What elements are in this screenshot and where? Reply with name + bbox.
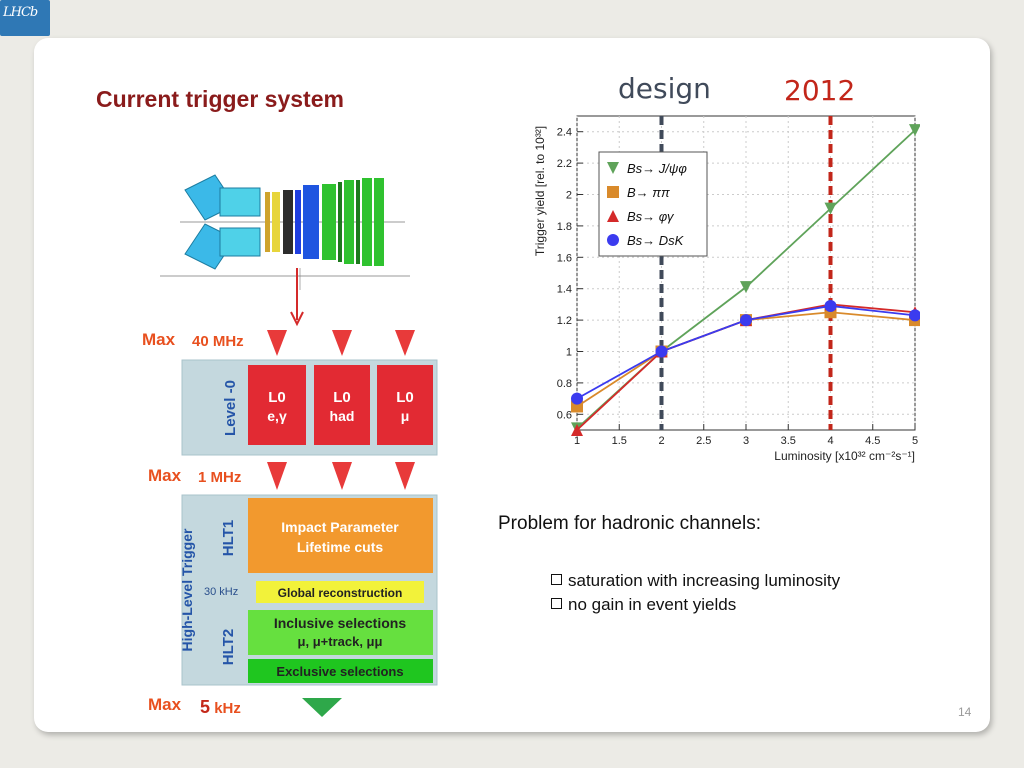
hlt-label: High-Level Trigger [179,528,195,651]
data-point-s3-2 [740,314,752,327]
rate-1mhz-value: 1 MHz [198,469,241,486]
legend-marker-2 [607,210,619,222]
x-tick-label: 5 [912,435,918,447]
rate-40mhz-value: 40 MHz [192,333,244,350]
output-arrow [302,698,342,717]
rate-5khz-value: 5 kHz [200,697,241,717]
slide-title: Current trigger system [96,86,344,112]
data-point-s0-3 [824,202,837,215]
bullet-item: saturation with increasing luminosity [551,569,871,593]
x-tick-label: 2.5 [696,435,711,447]
x-tick-label: 4.5 [865,435,880,447]
l0-input-arrow-1 [267,330,287,356]
legend-marker-1 [607,186,619,198]
data-point-s3-3 [824,299,837,312]
l0-box-mu [377,365,433,445]
bullet-list: saturation with increasing luminosity no… [551,569,871,617]
trigger-diagram: Max 40 MHz Level -0 L0 e,γ L0 had L0 μ M… [142,330,438,717]
hlt1-box [248,498,433,573]
svg-text:had: had [330,408,355,424]
x-tick-label: 1 [574,435,580,447]
l0-input-arrow-2 [332,330,352,356]
data-point-s3-0 [571,392,583,405]
trigger-yield-chart: 1 1.5 2 2.5 3 3.5 4 4.5 5 0.6 0.8 1 1.2 1.4 1.6 1.8 2 2.2… [533,115,920,463]
data-point-s0-4 [909,124,920,137]
x-tick-label: 3 [743,435,749,447]
y-tick-label: 1.8 [557,221,572,233]
l0-box-had [314,365,370,445]
x-tick-label: 2 [658,435,664,447]
svg-text:Global reconstruction: Global reconstruction [278,586,403,600]
y-tick-label: 1 [566,347,572,359]
rate-5khz-max: Max [148,695,182,714]
data-point-s3-4 [909,309,920,322]
x-tick-label: 1.5 [612,435,627,447]
legend-label-2: Bs→ φγ [627,209,675,224]
data-point-s2-0 [571,424,583,436]
hlt-input-arrow-1 [267,462,287,490]
hlt2-label: HLT2 [220,629,237,665]
global-reco-box [256,581,424,603]
bullet-item: no gain in event yields [551,593,871,617]
y-tick-label: 1.2 [557,315,572,327]
y-tick-label: 2.4 [557,127,572,139]
hlt1-label: HLT1 [220,520,237,556]
problem-heading: Problem for hadronic channels: [498,513,761,534]
page-number: 14 [958,705,972,719]
checkbox-bullet-icon [551,574,562,585]
data-point-s0-2 [740,281,752,294]
y-tick-label: 1.4 [557,284,572,296]
legend-marker-3 [607,234,619,246]
y-tick-label: 0.6 [557,409,572,421]
svg-text:e,γ: e,γ [267,408,287,424]
l0-input-arrow-3 [395,330,415,356]
svg-text:Inclusive selections: Inclusive selections [274,615,406,631]
lhcb-logo: LHCb [0,0,50,36]
year-2012-label: 2012 [784,74,856,107]
checkbox-bullet-icon [551,598,562,609]
level0-label: Level -0 [222,380,239,436]
inclusive-box [248,610,433,655]
detector-to-trigger-arrow [290,268,304,327]
x-tick-label: 4 [827,435,833,447]
x-tick-label: 3.5 [781,435,796,447]
svg-text:Lifetime cuts: Lifetime cuts [297,539,384,555]
rate-30khz: 30 kHz [204,586,238,598]
svg-text:L0: L0 [396,389,414,406]
y-axis-label: Trigger yield [rel. to 10³²] [533,126,547,256]
exclusive-box [248,659,433,683]
data-point-s3-1 [655,345,668,358]
svg-text:μ, μ+track, μμ: μ, μ+track, μμ [298,634,383,649]
design-label: design [618,72,711,105]
rate-40mhz-max: Max [142,330,176,349]
svg-text:μ: μ [401,408,410,424]
hlt-input-arrow-3 [395,462,415,490]
svg-text:L0: L0 [333,389,351,406]
y-tick-label: 2 [566,190,572,202]
y-tick-label: 2.2 [557,158,572,170]
hlt-input-arrow-2 [332,462,352,490]
svg-text:L0: L0 [268,389,286,406]
x-axis-label: Luminosity [x10³² cm⁻²s⁻¹] [774,449,915,463]
svg-text:Exclusive selections: Exclusive selections [276,664,403,679]
y-tick-label: 0.8 [557,378,572,390]
legend-label-3: Bs→ DsK [627,233,685,248]
detector-schematic [160,160,410,290]
legend-label-0: Bs→ J/ψφ [627,161,687,176]
svg-text:Impact Parameter: Impact Parameter [281,519,399,535]
rate-1mhz-max: Max [148,466,182,485]
legend-marker-0 [607,162,619,174]
legend-label-1: B→ ππ [627,185,670,200]
y-tick-label: 1.6 [557,252,572,264]
l0-box-egamma [248,365,306,445]
